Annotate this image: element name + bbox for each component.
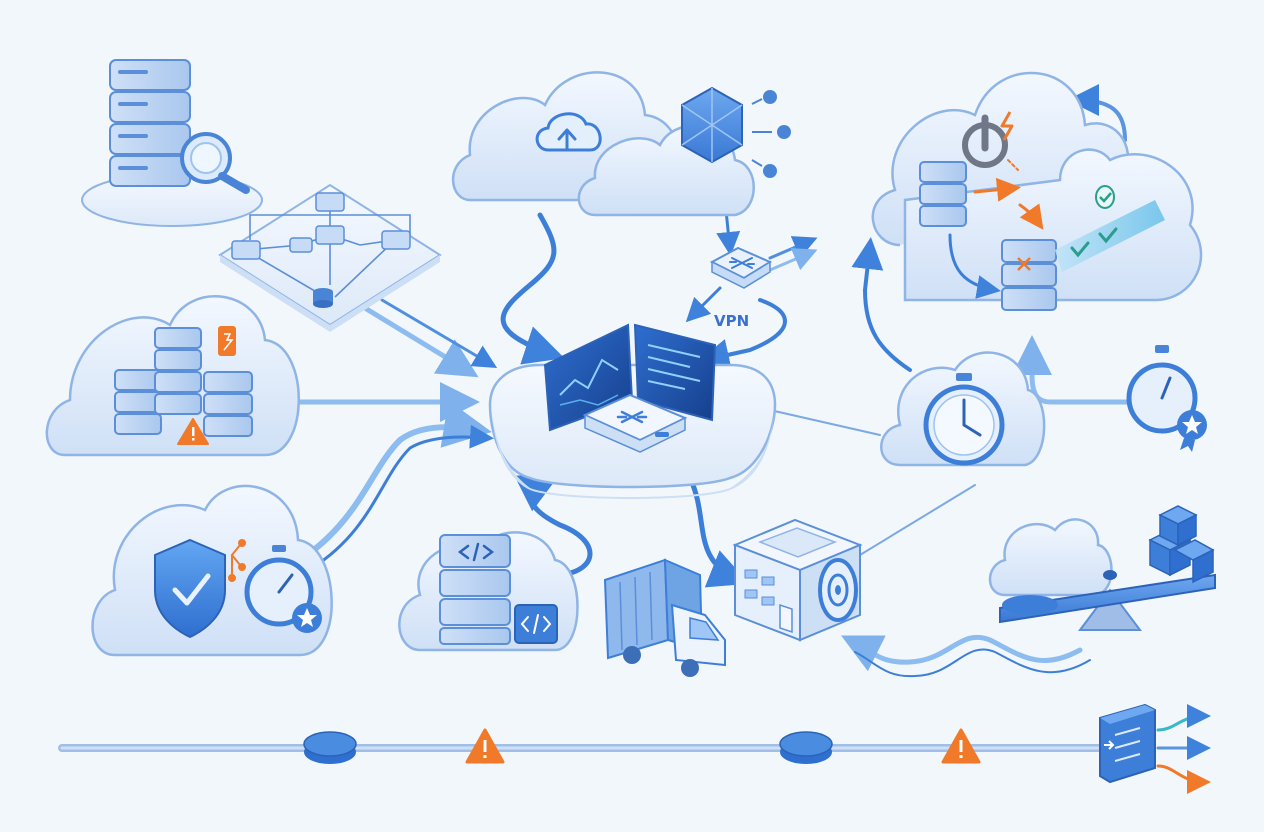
- shield-check-icon: [154, 538, 226, 639]
- network-branch-icon: [228, 539, 246, 582]
- branching-arrows-icon: [1156, 704, 1211, 794]
- central-hub-node[interactable]: [488, 323, 777, 499]
- warning-icon: [177, 418, 209, 445]
- cloud-shape: [988, 518, 1113, 597]
- network-nodes: [231, 192, 411, 260]
- timeline-node-2[interactable]: [779, 731, 833, 764]
- timeline-warning-2[interactable]: [941, 728, 981, 764]
- code-cloud-node[interactable]: [398, 531, 579, 652]
- flow-connectors: [293, 84, 1133, 678]
- flow-code-to-hub: [514, 475, 593, 578]
- server-cluster-icon: [114, 327, 253, 437]
- truck-icon: [603, 558, 726, 677]
- router-icon: [729, 257, 755, 269]
- hexagon-broadcast-node[interactable]: [577, 86, 791, 217]
- flow-topology-to-hub-b: [380, 298, 498, 369]
- flow-hub-to-timer: [769, 409, 881, 436]
- cloud-upload-icon: [535, 112, 602, 152]
- check-icons: [1070, 227, 1118, 258]
- timeline-warning-1[interactable]: [465, 728, 505, 764]
- code-icon: [457, 542, 495, 562]
- vpn-router-node[interactable]: VPN: [709, 246, 773, 330]
- cloud-shape-front: [903, 148, 1203, 302]
- stopwatch-badge-icon: [1126, 345, 1207, 452]
- monitor-dashboard-icon: [543, 323, 717, 432]
- server-right-icon: [1001, 239, 1057, 311]
- flow-security-to-hub-b: [310, 424, 494, 570]
- stopwatch-badge-icon: [244, 545, 322, 633]
- server-stack-icon: [109, 59, 191, 187]
- security-cloud-node[interactable]: [91, 484, 333, 657]
- disc-icon: [818, 558, 858, 622]
- polyhedron-icon: [681, 86, 743, 164]
- flow-balance-to-building-b: [854, 648, 1091, 678]
- broadcast-dots-icon: [751, 90, 791, 178]
- network-topology-node[interactable]: [218, 183, 442, 332]
- flow-balance-to-building-a: [841, 634, 1083, 672]
- code-panel-icon: [514, 604, 558, 644]
- load-balance-node[interactable]: [988, 505, 1216, 631]
- flow-failover-return: [1067, 84, 1127, 142]
- flow-upload-to-hub: [500, 212, 565, 365]
- stopwatch-icon: [923, 373, 1005, 466]
- failover-cloud-node[interactable]: [871, 71, 1203, 311]
- server-left-icon: [919, 161, 967, 227]
- timer-cloud-node[interactable]: [880, 351, 1046, 467]
- sla-timer-node[interactable]: [1126, 345, 1207, 452]
- flow-timer-to-failover: [851, 237, 912, 372]
- delivery-truck-node[interactable]: [603, 558, 726, 677]
- flow-router-out-b: [768, 248, 818, 272]
- timeline: [58, 728, 1104, 764]
- check-badge-icon: [1095, 185, 1115, 209]
- flow-hub-to-building: [687, 475, 750, 588]
- vpn-label: VPN: [714, 312, 749, 330]
- seesaw-icon: [999, 570, 1216, 631]
- timeline-node-1[interactable]: [303, 731, 357, 764]
- routing-panel-node[interactable]: [1099, 703, 1211, 794]
- server-cluster-node[interactable]: [45, 295, 300, 457]
- database-icon: [313, 288, 333, 308]
- routing-device-icon: [1099, 703, 1156, 784]
- flow-router-to-hub: [697, 298, 787, 371]
- power-icon: [962, 111, 1014, 168]
- flow-building-to-timer: [859, 484, 976, 556]
- server-inspection-node[interactable]: [81, 59, 263, 227]
- failover-arrows: [948, 159, 1044, 299]
- edge-building-node[interactable]: [732, 518, 863, 642]
- flow-topology-to-hub-a: [357, 302, 479, 378]
- boxes-icon: [1148, 505, 1215, 584]
- magnifier-icon: [180, 132, 250, 194]
- hub-device-icon: [582, 393, 688, 453]
- flow-router-to-vpn: [685, 286, 722, 323]
- flow-security-to-hub-a: [297, 400, 492, 563]
- alert-tag-icon: [218, 326, 236, 356]
